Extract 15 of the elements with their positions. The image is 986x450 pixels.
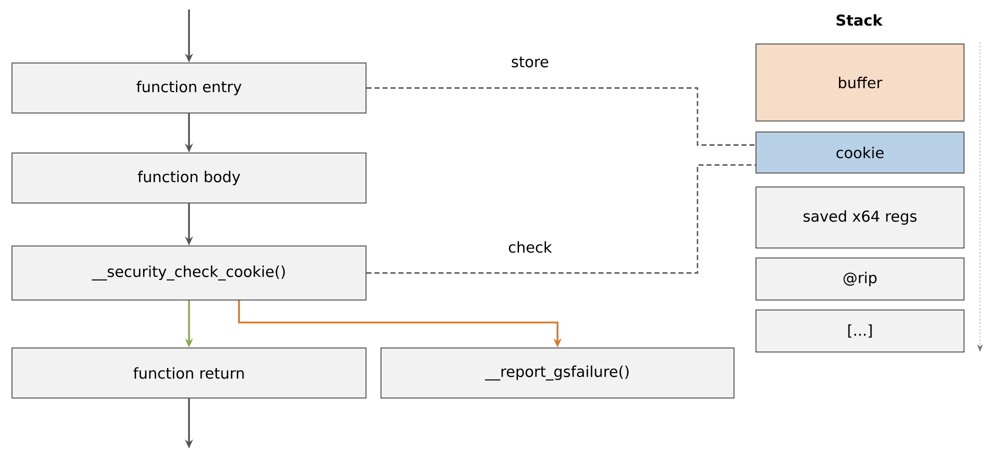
connector [366,87,756,146]
process-box: __security_check_cookie() [12,246,366,300]
stack-slot: [...] [756,310,964,352]
process-box: __report_gsfailure() [380,348,734,398]
process-box: function return [12,348,366,398]
connector [366,164,756,274]
edge-label: store [510,56,550,68]
stack-slot: buffer [756,44,964,122]
stack-slot: @rip [756,258,964,300]
process-box: function entry [12,62,366,114]
stack-slot: saved x64 regs [756,186,964,248]
process-box: function body [12,152,366,204]
edge-label: check [507,240,553,254]
heading: Stack [836,14,883,26]
stack-slot: cookie [756,132,964,174]
